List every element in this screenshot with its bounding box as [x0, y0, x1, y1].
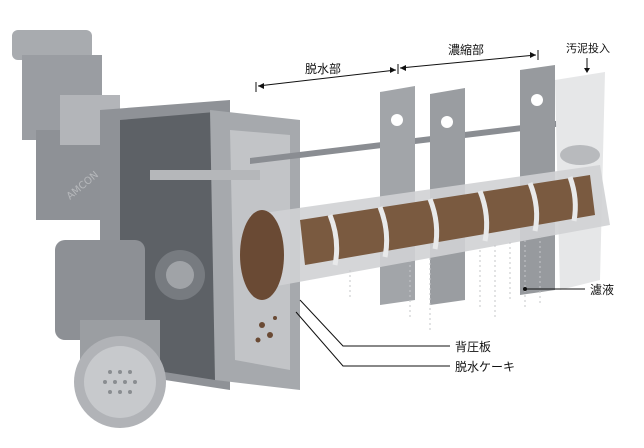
label-thickening-section: 濃縮部: [448, 43, 485, 57]
label-filtrate: 濾液: [590, 283, 615, 297]
label-back-pressure-plate: 背圧板: [455, 340, 492, 354]
screw-drum: [240, 145, 610, 300]
label-sludge-inlet: 汚泥投入: [566, 42, 610, 55]
cake-pieces: [255, 316, 277, 343]
callout-lines: [255, 50, 588, 367]
filtrate-drips: [349, 236, 541, 330]
label-dewatered-cake: 脱水ケーキ: [455, 360, 516, 374]
label-dewatering-section: 脱水部: [305, 62, 342, 76]
bottom-motor: [55, 240, 166, 428]
